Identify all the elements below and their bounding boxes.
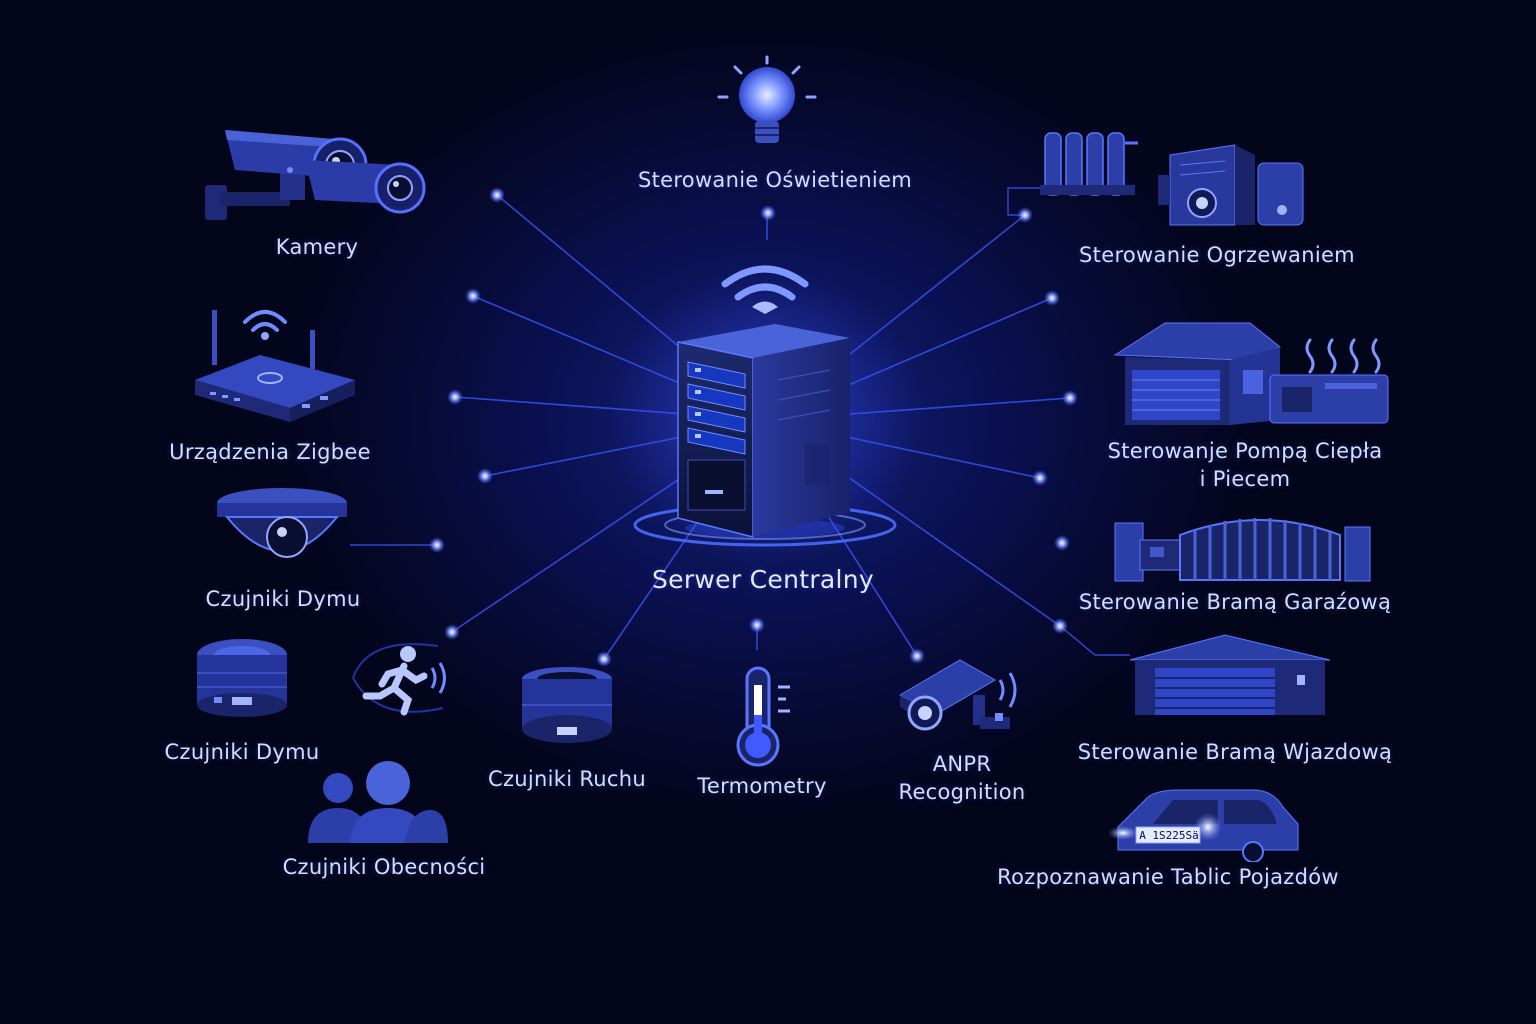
node-label-obecnosc: Czujniki Obecności bbox=[282, 855, 486, 879]
node-label-anpr-line1: ANPR bbox=[932, 752, 992, 776]
running-person-icon bbox=[352, 643, 446, 716]
node-label-kamery: Kamery bbox=[275, 235, 359, 259]
zigbee-router-icon bbox=[195, 310, 355, 422]
motion-sensor-icon bbox=[522, 667, 612, 743]
cctv-camera-icon bbox=[205, 130, 426, 220]
car-icon bbox=[1108, 789, 1299, 862]
node-label-pompa-line1: Sterowanje Pompą Ciepła bbox=[1107, 439, 1383, 463]
thermometer-icon bbox=[736, 666, 790, 767]
node-label-pompa-line2: i Piecem bbox=[1199, 467, 1291, 491]
house-heat-pump-icon bbox=[1113, 322, 1389, 425]
node-label-anpr: ANPR Recognition bbox=[899, 750, 1026, 806]
node-label-dym2: Czujniki Dymu bbox=[164, 740, 320, 764]
node-label-tablice: Rozpoznawanie Tablic Pojazdów bbox=[997, 865, 1339, 889]
node-label-pompa: Sterowanje Pompą Ciepła i Piecem bbox=[1108, 437, 1383, 493]
node-label-oswietlenie: Sterowanie Oświetieniem bbox=[637, 168, 913, 192]
smoke-detector-icon bbox=[197, 639, 287, 717]
node-label-brama-garaz: Sterowanie Bramą Garaźową bbox=[1078, 590, 1392, 614]
node-label-ruch: Czujniki Ruchu bbox=[488, 767, 646, 791]
node-label-dym1: Czujniki Dymu bbox=[205, 587, 361, 611]
radiator-boiler-icon bbox=[1040, 132, 1304, 226]
node-label-anpr-line2: Recognition bbox=[898, 780, 1026, 804]
presence-people-icon bbox=[308, 761, 448, 843]
garage-icon bbox=[1129, 634, 1331, 715]
light-bulb-icon bbox=[717, 55, 817, 143]
node-label-ogrzewanie: Sterowanie Ogrzewaniem bbox=[1079, 243, 1355, 267]
node-label-zigbee: Urządzenia Zigbee bbox=[169, 440, 371, 464]
license-plate-text: A 1S225Sä bbox=[1139, 829, 1199, 842]
node-label-termo: Termometry bbox=[697, 774, 827, 798]
anpr-camera-icon bbox=[899, 659, 1017, 731]
gate-icon bbox=[1114, 518, 1371, 582]
dome-sensor-icon bbox=[217, 488, 347, 558]
center-label: Serwer Centralny bbox=[651, 565, 875, 594]
server-icon bbox=[605, 265, 925, 565]
node-label-brama-wjazd: Sterowanie Bramą Wjazdową bbox=[1077, 740, 1393, 764]
